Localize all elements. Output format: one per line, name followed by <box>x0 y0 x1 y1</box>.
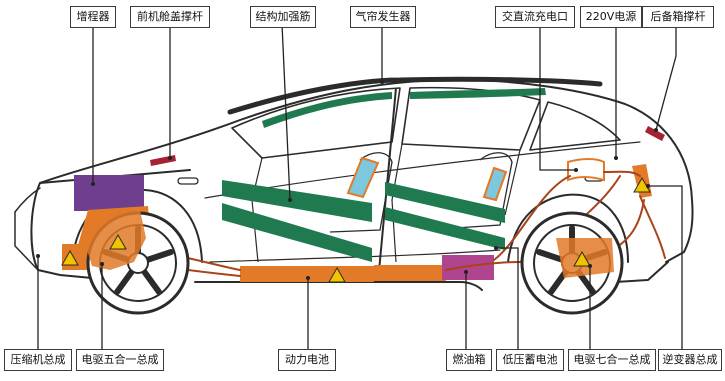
label-rear-e-drive-7in1: 电驱七合一总成 <box>568 349 656 371</box>
label-range-extender: 增程器 <box>70 6 116 28</box>
front-door-handle <box>177 177 199 185</box>
power-battery-block-2 <box>374 265 446 281</box>
label-ac-dc-charging-port: 交直流充电口 <box>495 6 575 28</box>
leader-lines <box>37 23 683 355</box>
label-power-battery: 动力电池 <box>278 349 336 371</box>
seats-outline <box>329 152 513 233</box>
structural-reinforcement-bars <box>222 180 505 262</box>
fuel-tank-block <box>442 255 494 280</box>
charging-port-block <box>567 158 605 182</box>
label-inverter-assembly: 逆变器总成 <box>658 349 722 371</box>
label-curtain-airbag-generator: 气帘发生器 <box>350 6 416 28</box>
range-extender-block <box>74 175 144 211</box>
leader-dots <box>36 80 658 280</box>
roof-rail <box>227 76 603 115</box>
label-compressor-assembly: 压缩机总成 <box>4 349 72 371</box>
high-voltage-warning-icon <box>61 176 651 283</box>
seat-side-parts <box>346 156 508 202</box>
label-fuel-tank: 燃油箱 <box>446 349 492 371</box>
label-front-e-drive-5in1: 电驱五合一总成 <box>76 349 164 371</box>
label-low-voltage-battery: 低压蓄电池 <box>496 349 564 371</box>
curtain-airbag-strips <box>262 88 546 128</box>
label-220v-power: 220V电源 <box>580 6 642 28</box>
label-front-hood-strut: 前机舱盖撑杆 <box>130 6 210 28</box>
label-tailgate-strut: 后备箱撑杆 <box>642 6 714 28</box>
label-structural-reinforcement: 结构加强筋 <box>250 6 316 28</box>
